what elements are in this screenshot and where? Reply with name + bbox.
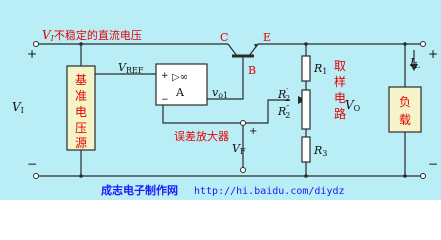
opamp-symbol: ▷∞ [172,72,188,83]
ref-source-char: 准 [75,89,87,103]
vf-terminal-top [240,120,246,126]
ref-source-label: 基 准 电 压 源 [75,73,87,150]
reference-source-box [66,65,96,151]
load-char: 载 [399,113,411,127]
circuit-diagram: VI不稳定的直流电压 基 准 电 压 源 C E B 取 样 电 路 误差放大器… [12,28,438,197]
output-terminal-top [420,41,426,47]
vf-plus-sign: + [249,126,257,137]
tap-wire [243,99,290,124]
opamp-output-wire [207,65,244,100]
terminals [33,41,426,179]
vf-terminal-bottom [240,167,246,173]
emitter-arrow [254,44,258,48]
il-arrow-head [410,64,418,71]
resistor-r1 [301,55,311,82]
sampling-circuit-label: 取 样 电 路 [334,59,346,121]
sampling-char: 取 [334,59,346,73]
input-terminal-bottom [33,173,39,179]
il-current-label: IL [409,56,420,70]
r3-label: R3 [313,144,327,158]
op-amp-box [155,63,208,106]
ref-source-char: 源 [75,136,87,150]
vo-output-label: VO [345,98,361,113]
collector-label: C [220,31,228,44]
base-label: B [248,64,256,77]
opamp-minus-input: − [161,95,169,105]
input-plus-sign: + [27,47,37,61]
emitter-label: E [263,31,271,44]
site-name: 成志电子制作网 [101,183,178,197]
opamp-plus-input: + [161,71,169,81]
output-plus-sign: + [428,47,438,61]
load-label: 负 载 [399,95,411,127]
opamp-letter: A [175,86,185,99]
load-box [388,86,422,133]
input-terminal-top [33,41,39,47]
junction-dot [403,174,407,178]
junction-dot [79,174,83,178]
r2-double-prime-label: R″2 [277,104,290,120]
r2-prime-label: R′2 [277,87,290,103]
output-minus-sign: − [428,157,438,171]
sampling-char: 样 [334,74,346,89]
error-amplifier-label: 误差放大器 [174,129,229,143]
diagram-canvas: VI不稳定的直流电压 基 准 电 压 源 C E B 取 样 电 路 误差放大器… [0,0,441,200]
transistor-collector [227,43,238,57]
sampling-char: 路 [334,106,346,121]
ref-source-char: 压 [75,121,87,135]
ref-source-char: 电 [75,105,87,119]
vi-input-label: VI [12,100,24,115]
junction-dot [403,42,407,46]
input-minus-sign: − [27,157,37,171]
resistor-r2 [301,89,311,130]
junction-dots [79,42,407,178]
resistor-r3 [301,136,311,163]
site-url: http://hi.baidu.com/diydz [194,186,345,197]
vf-label: VF [232,142,246,156]
junction-dot [304,174,308,178]
load-char: 负 [399,95,411,109]
junction-dot [304,42,308,46]
feedback-wire [162,105,243,124]
output-terminal-bottom [420,173,426,179]
r1-label: R1 [313,62,327,76]
vo1-label: vo1 [212,86,228,100]
sampling-char: 电 [334,91,346,105]
unstable-input-label: VI不稳定的直流电压 [42,28,142,43]
junction-dot [79,42,83,46]
ref-source-char: 基 [75,73,87,87]
vref-label: VREF [118,61,144,75]
